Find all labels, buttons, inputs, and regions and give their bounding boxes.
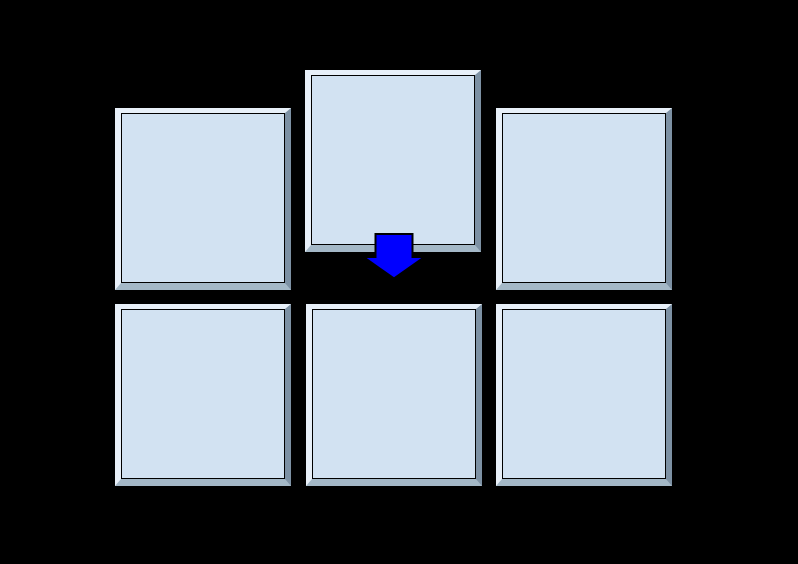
square-bottom-middle: [306, 304, 482, 486]
square-top-middle: [305, 70, 481, 252]
square-bottom-left: [115, 304, 291, 486]
square-bottom-right: [496, 304, 672, 486]
square-top-left: [115, 108, 291, 290]
square-top-right: [496, 108, 672, 290]
